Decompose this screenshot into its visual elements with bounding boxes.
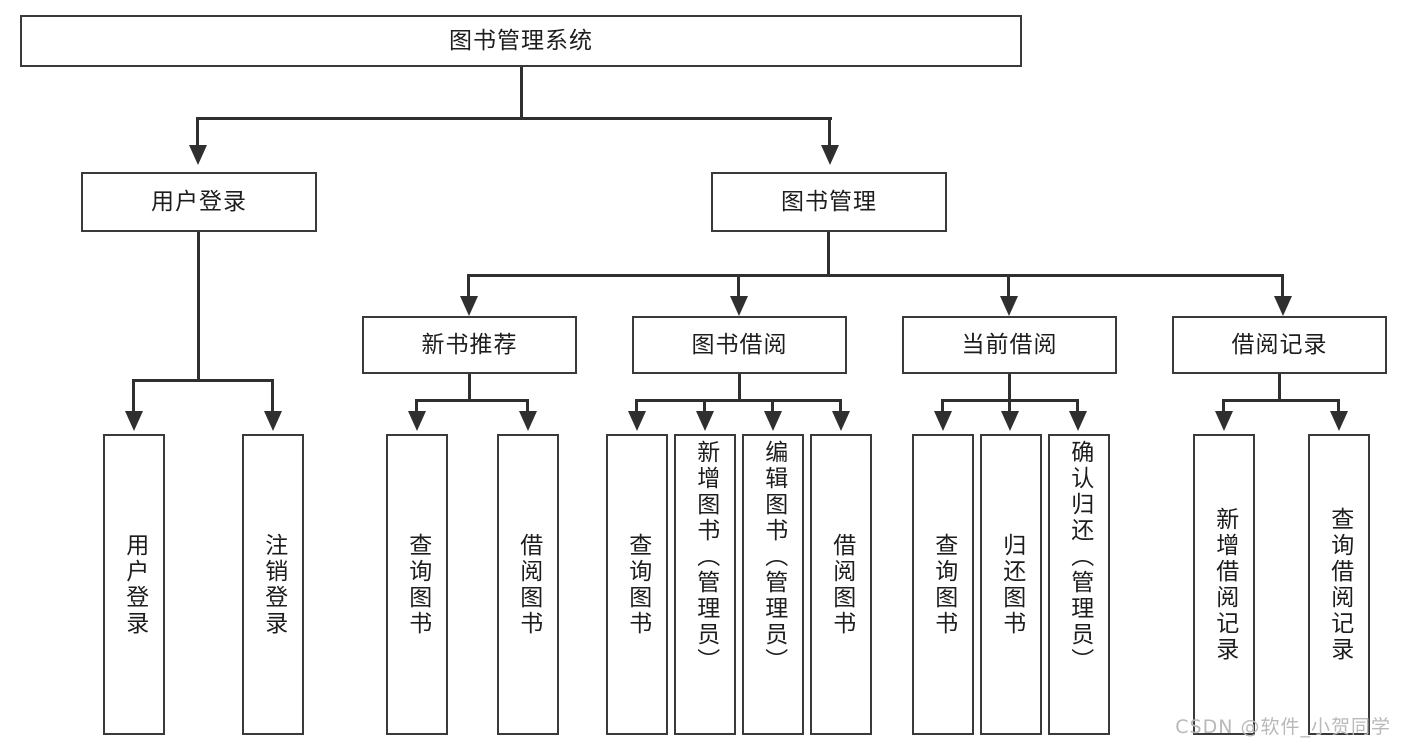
arrow-to-book-manage xyxy=(821,145,839,165)
connector-userlogin-drop-1 xyxy=(132,379,135,411)
node-current-borrow[interactable]: 当前借阅 xyxy=(902,316,1117,374)
connector-borrowrecord-bus xyxy=(1222,399,1340,402)
leaf-edit-book-admin[interactable]: 编辑图书（管理员） xyxy=(742,434,804,735)
connector-userlogin-bus xyxy=(132,379,274,382)
arrow-currentborrow-leaf-1 xyxy=(934,411,952,431)
connector-newbook-stem xyxy=(468,374,471,402)
connector-currentborrow-drop-1 xyxy=(941,399,944,411)
node-book-manage[interactable]: 图书管理 xyxy=(711,172,947,232)
arrow-bookborrow-leaf-2 xyxy=(696,411,714,431)
arrow-to-new-book xyxy=(460,296,478,316)
node-borrow-record[interactable]: 借阅记录 xyxy=(1172,316,1387,374)
leaf-add-book-admin[interactable]: 新增图书（管理员） xyxy=(674,434,736,735)
arrow-borrowrecord-leaf-2 xyxy=(1330,411,1348,431)
node-user-login[interactable]: 用户登录 xyxy=(81,172,317,232)
leaf-label: 查询图书 xyxy=(624,532,651,637)
leaf-label: 查询借阅记录 xyxy=(1326,506,1353,663)
leaf-confirm-return-admin[interactable]: 确认归还（管理员） xyxy=(1048,434,1110,735)
node-label: 借阅记录 xyxy=(1231,331,1328,358)
arrow-currentborrow-leaf-3 xyxy=(1069,411,1087,431)
connector-currentborrow-stem xyxy=(1008,374,1011,402)
leaf-borrow-book[interactable]: 借阅图书 xyxy=(810,434,872,735)
arrow-newbook-leaf-2 xyxy=(519,411,537,431)
connector-bookmanage-bus xyxy=(467,274,1284,277)
node-label: 图书借阅 xyxy=(691,331,788,358)
leaf-label: 借阅图书 xyxy=(828,532,855,637)
arrow-currentborrow-leaf-2 xyxy=(1001,411,1019,431)
leaf-label: 用户登录 xyxy=(121,532,148,637)
node-root-system[interactable]: 图书管理系统 xyxy=(20,15,1022,67)
arrow-to-user-login xyxy=(189,145,207,165)
connector-newbook-bus xyxy=(415,399,529,402)
node-label: 图书管理 xyxy=(781,188,877,215)
leaf-query-book-current[interactable]: 查询图书 xyxy=(912,434,974,735)
connector-newbook-drop-1 xyxy=(415,399,418,411)
leaf-label: 借阅图书 xyxy=(515,532,542,637)
arrow-to-current-borrow xyxy=(1000,296,1018,316)
arrow-to-user-login-leaf xyxy=(125,411,143,431)
leaf-label: 查询图书 xyxy=(930,532,957,637)
arrow-newbook-leaf-1 xyxy=(408,411,426,431)
leaf-query-borrow-record[interactable]: 查询借阅记录 xyxy=(1308,434,1370,735)
connector-newbook-drop-2 xyxy=(526,399,529,411)
connector-userlogin-drop-2 xyxy=(271,379,274,411)
leaf-query-book-recommend[interactable]: 查询图书 xyxy=(386,434,448,735)
connector-bookborrow-drop-3 xyxy=(771,399,774,411)
node-label: 新书推荐 xyxy=(421,331,518,358)
arrow-to-book-borrow xyxy=(730,296,748,316)
connector-bookborrow-bus xyxy=(635,399,841,402)
arrow-bookborrow-leaf-3 xyxy=(764,411,782,431)
connector-currentborrow-drop-2 xyxy=(1008,399,1011,411)
connector-root-drop-right xyxy=(828,117,831,145)
leaf-query-book-borrow[interactable]: 查询图书 xyxy=(606,434,668,735)
leaf-user-login[interactable]: 用户登录 xyxy=(103,434,165,735)
connector-borrowrecord-stem xyxy=(1278,374,1281,402)
arrow-to-logout-leaf xyxy=(264,411,282,431)
arrow-borrowrecord-leaf-1 xyxy=(1215,411,1233,431)
leaf-add-borrow-record[interactable]: 新增借阅记录 xyxy=(1193,434,1255,735)
node-label: 用户登录 xyxy=(151,188,247,215)
connector-bookborrow-drop-4 xyxy=(839,399,842,411)
leaf-label: 注销登录 xyxy=(260,532,287,637)
node-book-borrow[interactable]: 图书借阅 xyxy=(632,316,847,374)
connector-bookmanage-drop-3 xyxy=(1007,274,1010,296)
connector-borrowrecord-drop-2 xyxy=(1337,399,1340,411)
connector-bookmanage-drop-2 xyxy=(737,274,740,296)
leaf-label: 查询图书 xyxy=(404,532,431,637)
node-label: 当前借阅 xyxy=(961,331,1058,358)
connector-userlogin-stem xyxy=(197,232,200,382)
leaf-label: 确认归还（管理员） xyxy=(1066,440,1093,674)
connector-bookmanage-drop-4 xyxy=(1281,274,1284,296)
leaf-label: 新增图书（管理员） xyxy=(692,440,719,674)
arrow-to-borrow-record xyxy=(1274,296,1292,316)
connector-bookmanage-drop-1 xyxy=(467,274,470,296)
connector-borrowrecord-drop-1 xyxy=(1222,399,1225,411)
leaf-logout[interactable]: 注销登录 xyxy=(242,434,304,735)
connector-bookborrow-stem xyxy=(738,374,741,402)
connector-currentborrow-drop-3 xyxy=(1076,399,1079,411)
connector-bookborrow-drop-2 xyxy=(703,399,706,411)
leaf-return-book[interactable]: 归还图书 xyxy=(980,434,1042,735)
node-new-book-recommend[interactable]: 新书推荐 xyxy=(362,316,577,374)
leaf-label: 归还图书 xyxy=(998,532,1025,637)
node-label: 图书管理系统 xyxy=(449,27,593,54)
leaf-label: 编辑图书（管理员） xyxy=(760,440,787,674)
leaf-label: 新增借阅记录 xyxy=(1211,506,1238,663)
arrow-bookborrow-leaf-4 xyxy=(832,411,850,431)
leaf-borrow-book-recommend[interactable]: 借阅图书 xyxy=(497,434,559,735)
connector-root-stem xyxy=(520,67,523,119)
connector-root-drop-left xyxy=(196,117,199,145)
connector-root-bus xyxy=(196,117,832,120)
arrow-bookborrow-leaf-1 xyxy=(628,411,646,431)
connector-bookborrow-drop-1 xyxy=(635,399,638,411)
connector-bookmanage-stem xyxy=(827,232,830,277)
